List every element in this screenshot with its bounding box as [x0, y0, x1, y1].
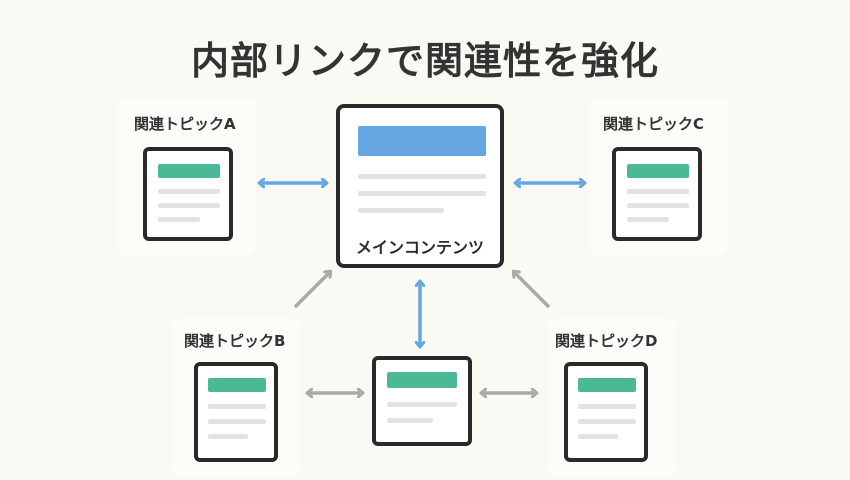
main-content-card[interactable]: メインコンテンツ: [336, 104, 504, 268]
bottom-center-text-line: [387, 402, 457, 407]
topic-a-label: 関連トピックA: [134, 115, 236, 133]
main-text-line: [358, 174, 486, 179]
topic-c-card[interactable]: [612, 147, 702, 241]
main-content-label: メインコンテンツ: [355, 238, 484, 257]
topic-b-label: 関連トピックB: [184, 332, 286, 350]
bottom-center-header-bar: [387, 372, 457, 388]
topic-c-header-bar: [627, 164, 689, 178]
topic-a-text-line: [158, 203, 220, 208]
bottom-center-text-line: [387, 418, 433, 423]
arrow-d-main-icon: [514, 272, 550, 308]
topic-c-text-line: [627, 189, 689, 194]
topic-a-card[interactable]: [143, 147, 233, 241]
topic-b-card[interactable]: [194, 362, 278, 462]
main-text-line: [358, 208, 444, 213]
topic-b-header-bar: [208, 378, 266, 392]
topic-a-text-line: [158, 217, 200, 222]
bottom-center-card[interactable]: [372, 356, 472, 446]
topic-d-text-line: [578, 404, 636, 409]
topic-d-text-line: [578, 419, 636, 424]
topic-d-card[interactable]: [564, 362, 648, 462]
page-title: 内部リンクで関連性を強化: [190, 39, 659, 83]
topic-d-label: 関連トピックD: [555, 332, 658, 350]
topic-a-header-bar: [158, 164, 220, 178]
main-text-line: [358, 191, 486, 196]
topic-d-text-line: [578, 434, 618, 439]
main-header-bar: [358, 126, 486, 156]
topic-d-header-bar: [578, 378, 636, 392]
topic-c-text-line: [627, 203, 689, 208]
topic-b-text-line: [208, 434, 248, 439]
topic-c-text-line: [627, 217, 669, 222]
topic-c-label: 関連トピックC: [603, 115, 705, 133]
topic-a-text-line: [158, 189, 220, 194]
topic-b-text-line: [208, 404, 266, 409]
topic-b-text-line: [208, 419, 266, 424]
arrow-b-main-icon: [294, 272, 330, 308]
